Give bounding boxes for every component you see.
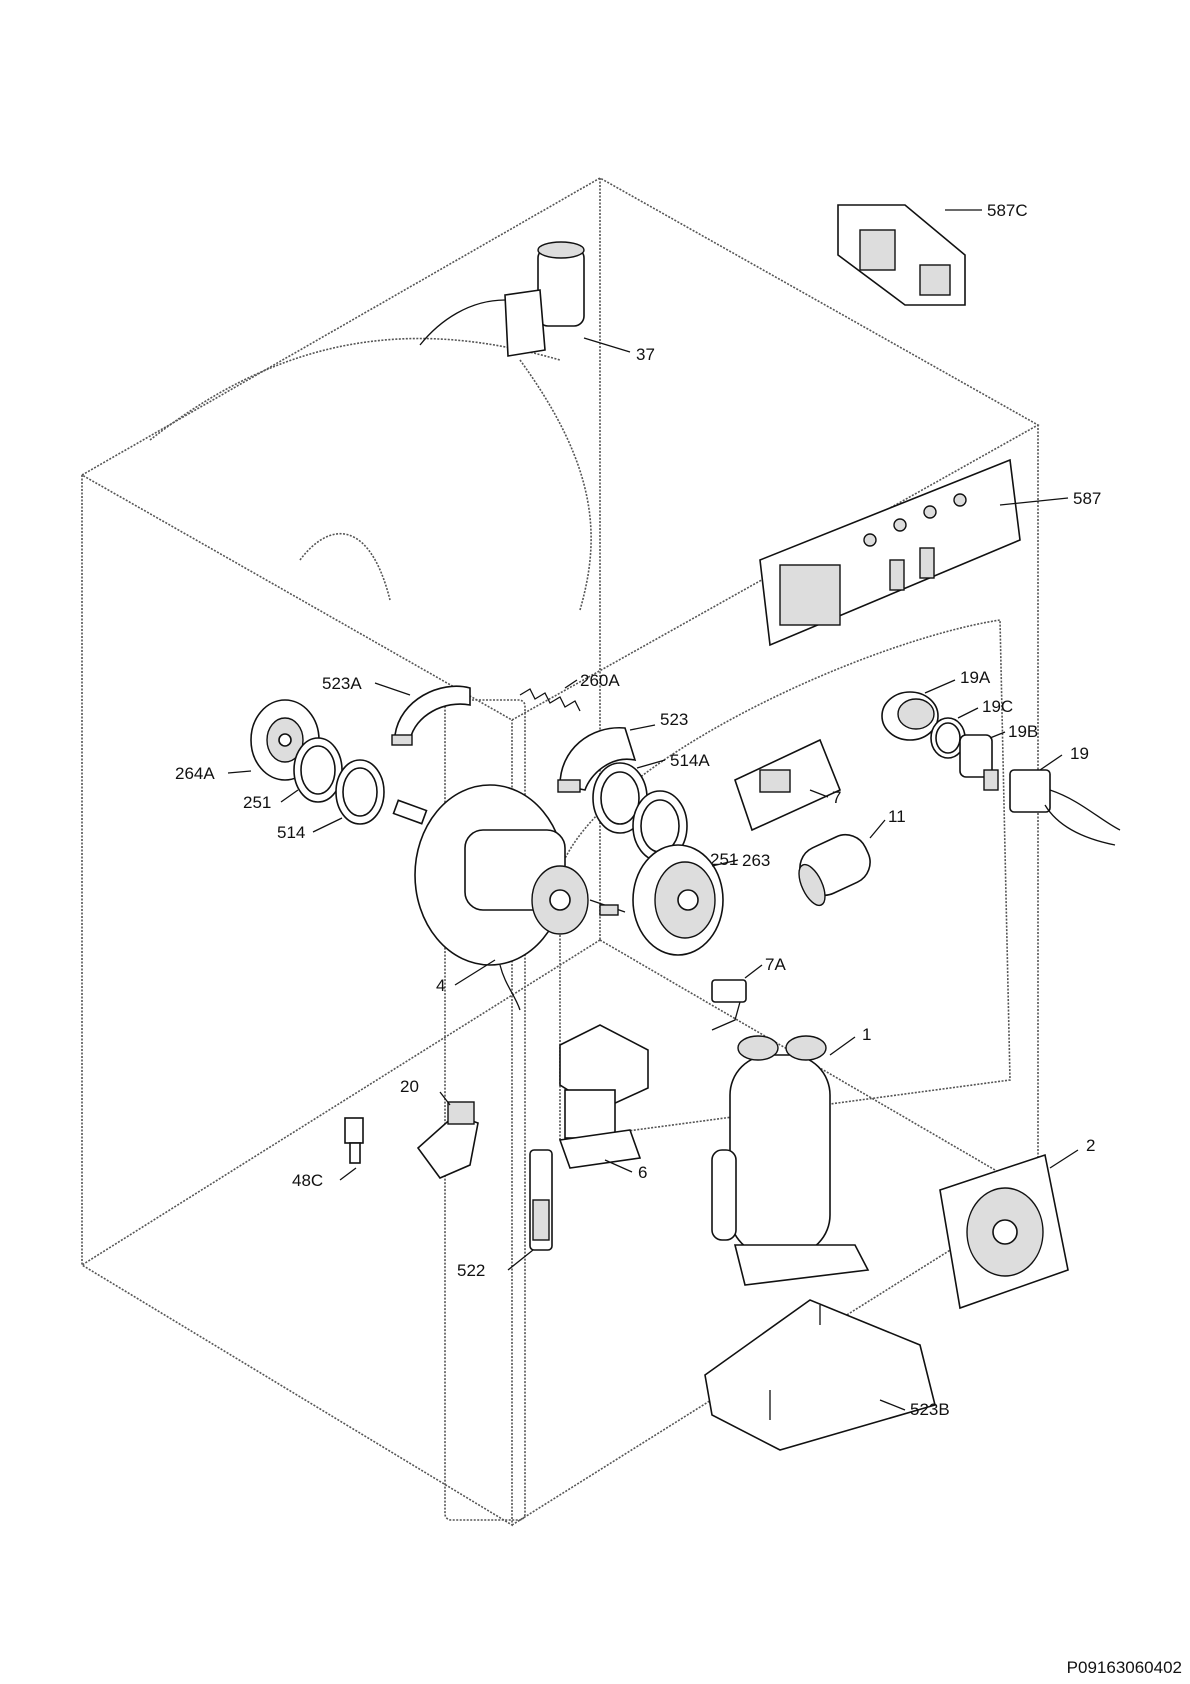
callout-19C: 19C (982, 697, 1013, 716)
part-48C-plug (339, 1117, 364, 1181)
callout-251-left: 251 (243, 793, 271, 812)
callout-7: 7 (832, 788, 841, 807)
callout-523A: 523A (322, 674, 362, 693)
callout-587: 587 (1073, 489, 1101, 508)
part-251-ring-right (632, 790, 706, 862)
callout-523: 523 (660, 710, 688, 729)
callout-6: 6 (638, 1163, 647, 1182)
part-251-ring-left (280, 737, 343, 803)
part-19B-shaft (959, 731, 1006, 791)
part-7-switch (734, 738, 842, 832)
part-263-pulley (632, 844, 739, 956)
part-19A-knob (881, 679, 956, 741)
callout-514A: 514A (670, 751, 710, 770)
callout-587C: 587C (987, 201, 1028, 220)
part-523-holder (557, 724, 656, 793)
part-522-bracket (507, 1149, 553, 1271)
callout-19A: 19A (960, 668, 991, 687)
part-587-pcb (759, 458, 1069, 647)
part-1-compressor (711, 1035, 870, 1286)
callout-1: 1 (862, 1025, 871, 1044)
part-37-pump (419, 241, 631, 357)
callout-7A: 7A (765, 955, 786, 974)
part-523A-holder (374, 682, 471, 746)
part-11-capacitor (798, 819, 886, 907)
callout-260A: 260A (580, 671, 620, 690)
callout-263: 263 (742, 851, 770, 870)
part-4-motor (392, 784, 626, 1011)
part-587C-module (837, 204, 982, 306)
callout-20: 20 (400, 1077, 419, 1096)
part-260A-spring (519, 679, 581, 712)
cabinet-outline (80, 177, 1040, 1527)
callout-2: 2 (1086, 1136, 1095, 1155)
callout-264A: 264A (175, 764, 215, 783)
callout-37: 37 (636, 345, 655, 364)
reference-code: P09163060402 (1066, 1658, 1182, 1677)
callout-19: 19 (1070, 744, 1089, 763)
part-523B-base-plate (704, 1299, 936, 1451)
part-2-fan (939, 1149, 1079, 1310)
callout-19B: 19B (1008, 722, 1038, 741)
part-19C-ring (930, 707, 979, 759)
part-20-door-catch (416, 1091, 479, 1179)
callout-11: 11 (888, 807, 906, 826)
callout-522: 522 (457, 1261, 485, 1280)
part-514-ring-left (312, 759, 385, 833)
part-19-switch (1009, 754, 1121, 846)
callout-4: 4 (436, 976, 445, 995)
callout-523B: 523B (910, 1400, 950, 1419)
part-6-pump (558, 1024, 649, 1173)
callout-48C: 48C (292, 1171, 323, 1190)
part-7A-microswitch (711, 964, 763, 1031)
callout-514-left: 514 (277, 823, 305, 842)
